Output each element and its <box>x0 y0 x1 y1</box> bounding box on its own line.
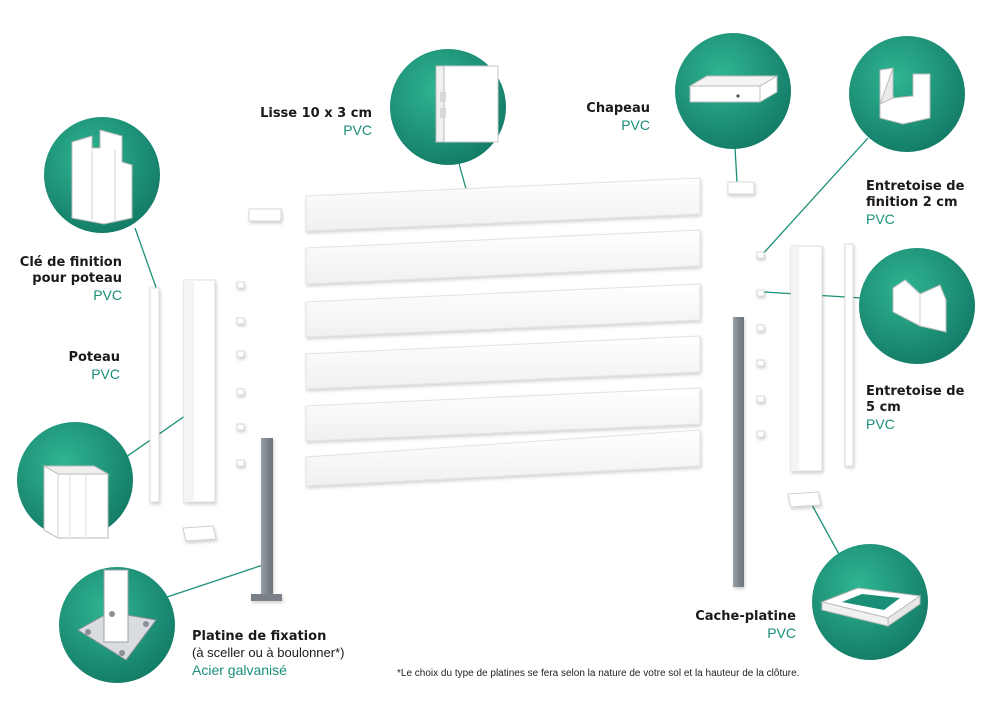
chapeau-detail-icon <box>675 33 791 149</box>
rail-3 <box>305 283 701 338</box>
cache-platine-left <box>182 525 217 542</box>
platine-detail-icon <box>59 567 175 683</box>
footnote: *Le choix du type de platines se fera se… <box>397 668 800 679</box>
platine-title: Platine de fixation <box>192 629 327 644</box>
right-post-assembly <box>727 181 854 587</box>
entretoise-finition-title-1: Entretoise de <box>866 179 965 194</box>
cle-finition-title-1: Clé de finition <box>19 255 122 270</box>
left-post-assembly <box>149 208 282 601</box>
spacers-right <box>756 251 765 438</box>
chapeau-right <box>727 181 755 195</box>
poteau-title: Poteau <box>68 350 120 365</box>
platine-subtitle: (à sceller ou à boulonner*) <box>192 645 345 660</box>
chapeau-title: Chapeau <box>586 101 650 116</box>
entretoise-finition-material: PVC <box>866 211 895 227</box>
rails <box>305 177 701 487</box>
lisse-detail-icon <box>390 49 506 165</box>
cle-finition-right <box>844 243 854 467</box>
cle-finition-material: PVC <box>93 287 122 303</box>
poteau-material: PVC <box>91 366 120 382</box>
cache-platine-material: PVC <box>767 625 796 641</box>
leader-platine <box>166 564 264 598</box>
rail-5 <box>305 387 701 442</box>
rail-1 <box>305 177 701 232</box>
rail-4 <box>305 335 701 390</box>
chapeau-material: PVC <box>621 117 650 133</box>
cle-finition-title-2: pour poteau <box>32 271 122 286</box>
poteau-detail-icon <box>17 422 133 539</box>
rail-6 <box>305 429 701 487</box>
entretoise-5cm-detail-icon <box>859 248 975 364</box>
cache-platine-detail-icon <box>812 544 928 660</box>
entretoise-5cm-title-1: Entretoise de <box>866 384 965 399</box>
platine-left <box>251 594 282 601</box>
leader-entretoise-finition <box>760 137 869 257</box>
rail-2 <box>305 229 701 285</box>
cache-platine-right <box>787 491 822 508</box>
leader-chapeau <box>734 147 738 183</box>
leader-cache-platine <box>811 504 841 557</box>
entretoise-finition-title-2: finition 2 cm <box>866 195 958 210</box>
leader-cle-finition <box>134 227 159 294</box>
lisse-title: Lisse 10 x 3 cm <box>260 106 372 121</box>
cache-platine-title: Cache-platine <box>695 609 796 624</box>
entretoise-5cm-title-2: 5 cm <box>866 400 901 415</box>
spacers-left <box>236 281 245 467</box>
entretoise-finition-detail-icon <box>849 36 965 152</box>
steel-post-left <box>261 438 273 594</box>
chapeau-left <box>248 208 282 222</box>
cle-finition-detail-icon <box>44 117 160 233</box>
lisse-material: PVC <box>343 122 372 138</box>
platine-material: Acier galvanisé <box>192 662 287 678</box>
steel-post-right <box>733 317 744 587</box>
entretoise-5cm-material: PVC <box>866 416 895 432</box>
cle-finition-piece <box>149 287 160 503</box>
